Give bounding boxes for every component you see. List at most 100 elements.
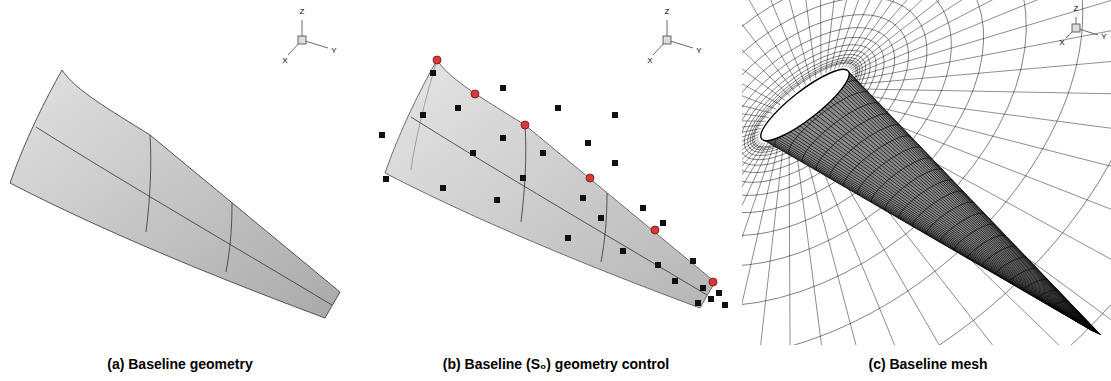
mesh-line [742, 143, 768, 345]
mesh-line [742, 0, 1111, 345]
mesh-line [849, 0, 1111, 81]
axis-label: Y [1101, 32, 1106, 41]
mesh-line [770, 119, 1093, 332]
panel-caption: (a) Baseline geometry [107, 356, 253, 372]
mesh-line [835, 71, 1099, 334]
mesh-line [848, 70, 1101, 334]
mesh-line [800, 91, 1096, 332]
mesh-line [851, 0, 1111, 75]
mesh-line [1050, 301, 1069, 306]
mesh-line [803, 89, 1096, 333]
mesh-line [1009, 268, 1038, 282]
mesh-line [827, 75, 1099, 334]
mesh-line [844, 89, 1111, 104]
mesh [742, 0, 1111, 345]
mesh-line [830, 125, 900, 179]
mesh-line [810, 84, 1097, 333]
mesh-line [830, 0, 1001, 71]
axis-label: Y [696, 46, 701, 55]
mesh-line [768, 121, 1093, 331]
mesh-line [844, 136, 911, 187]
axis-label: Z [665, 7, 670, 16]
mesh-line [742, 0, 790, 96]
mesh-line [842, 0, 1111, 67]
mesh-line [742, 137, 784, 345]
mesh-line [775, 113, 1094, 331]
mesh-line [796, 94, 1096, 333]
mesh-line [742, 0, 1111, 345]
mesh-line [846, 70, 1100, 335]
mesh-line [871, 158, 932, 203]
mesh-line [742, 19, 769, 117]
mesh-line [766, 124, 1093, 332]
mesh-line [742, 0, 772, 113]
mesh-line [847, 16, 1111, 85]
mesh-line [858, 147, 922, 195]
mesh-line [835, 0, 1091, 69]
mesh-line [816, 114, 889, 171]
mesh-line [742, 0, 1111, 345]
mesh-line [840, 70, 1100, 334]
axis-label: Y [331, 46, 336, 55]
panel-caption: (c) Baseline mesh [868, 356, 987, 372]
mesh-line [852, 0, 1111, 71]
mesh-line [832, 72, 1098, 334]
mesh-line [954, 224, 995, 250]
mesh-line [742, 0, 781, 105]
mesh-line [742, 0, 1103, 345]
mesh-line [824, 76, 1098, 333]
mesh-line [789, 135, 793, 345]
mesh-line [817, 0, 821, 75]
mesh-line [1077, 322, 1090, 324]
mesh-line [940, 213, 985, 242]
mesh-line [742, 0, 1111, 345]
mesh-line [742, 0, 1111, 345]
mesh-line [814, 82, 1098, 333]
mesh-line [742, 137, 758, 345]
mesh-line [1036, 290, 1058, 298]
mesh-line [1064, 312, 1080, 314]
mesh-line [807, 86, 1097, 333]
wing-control [385, 60, 715, 308]
axis-label: Z [1074, 4, 1079, 13]
mesh-line [793, 97, 1096, 333]
mesh-line [778, 111, 1095, 332]
mesh-line [851, 0, 1111, 69]
mesh-line [742, 141, 775, 345]
mesh-line [1022, 279, 1048, 290]
mesh-line [762, 130, 1092, 331]
mesh-line [847, 0, 1111, 67]
mesh-line [838, 0, 1111, 68]
mesh-line [742, 135, 759, 345]
mesh-line [742, 143, 765, 345]
root-airfoil [753, 60, 857, 150]
mesh-line [837, 70, 1099, 334]
mesh-line [742, 0, 1111, 345]
mesh-line [742, 0, 1111, 345]
mesh-line [817, 80, 1098, 333]
mesh-line [830, 73, 1099, 333]
mesh-line [742, 0, 1111, 345]
mesh-line [783, 105, 1095, 332]
mesh-line [742, 139, 758, 345]
mesh-line [845, 69, 1100, 334]
mesh-line [780, 108, 1094, 332]
mesh-line [842, 69, 1100, 334]
mesh-line [773, 116, 1094, 332]
mesh-line [967, 235, 1005, 258]
mesh-line [981, 246, 1016, 266]
mesh-line [913, 191, 964, 227]
control-points [379, 70, 728, 308]
mesh-line [995, 257, 1027, 274]
panel-caption: (b) Baseline (S₀) geometry control [443, 356, 669, 372]
axis-triads [288, 17, 1098, 55]
leading-edge-points [433, 56, 717, 286]
mesh-line [742, 132, 760, 345]
axis-label: Z [300, 7, 305, 16]
mesh-line [844, 69, 1100, 334]
axis-label: X [282, 56, 287, 65]
mesh-line [742, 129, 761, 281]
mesh-line [845, 0, 1111, 67]
